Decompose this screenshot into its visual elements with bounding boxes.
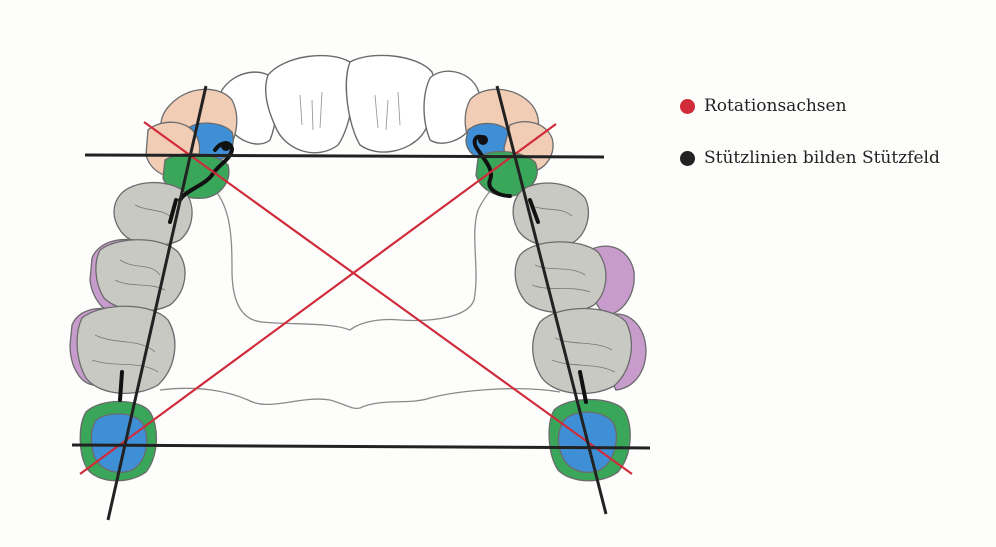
red-dot-icon <box>680 99 695 114</box>
legend: Rotationsachsen Stützlinien bilden Stütz… <box>680 92 990 196</box>
molar-left-2 <box>77 306 175 393</box>
molar-right-1 <box>515 242 606 313</box>
black-dot-icon <box>680 151 695 166</box>
molar-left-1 <box>96 240 185 311</box>
support-line-top <box>85 155 604 157</box>
legend-label: Rotationsachsen <box>704 96 847 116</box>
incisors <box>220 55 480 152</box>
palatal-plate-lower-outline <box>160 388 560 408</box>
molar-left-3-rest <box>91 414 146 473</box>
incisor-left-central <box>266 56 354 153</box>
legend-label: Stützlinien bilden Stützfeld <box>704 148 940 168</box>
legend-item-support-lines: Stützlinien bilden Stützfeld <box>680 144 990 172</box>
rest-left-molar <box>120 372 122 400</box>
legend-item-rotation-axes: Rotationsachsen <box>680 92 990 120</box>
incisor-right-central <box>346 55 435 152</box>
premolar-left-2 <box>114 183 192 246</box>
